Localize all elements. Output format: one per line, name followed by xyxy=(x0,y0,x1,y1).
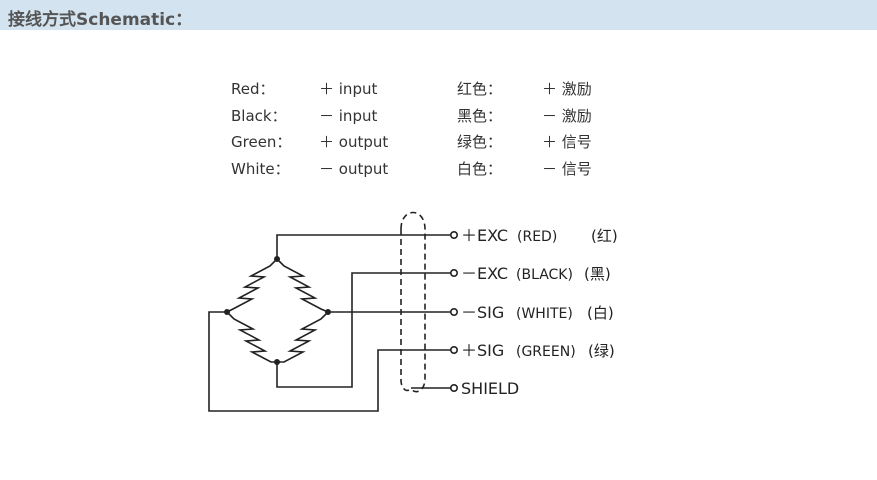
section-header: 接线方式Schematic： xyxy=(0,0,877,30)
bridge-resistor-bottom-right xyxy=(277,311,329,363)
legend-white-label-cn: 白色： xyxy=(457,159,503,178)
bridge-and-wires xyxy=(208,211,453,412)
legend-red-function: ＋ input xyxy=(319,80,378,98)
terminal-shield xyxy=(449,383,458,392)
legend-red-function-cn: ＋ 激励 xyxy=(542,80,592,98)
terminal-green-wire: (GREEN) xyxy=(516,344,576,360)
terminal-green xyxy=(449,345,458,354)
terminal-red-signal: ＋EXC xyxy=(461,226,508,245)
junction-top xyxy=(274,256,280,262)
legend-red-label: Red： xyxy=(231,80,275,98)
legend-black-label-cn: 黑色： xyxy=(457,106,503,125)
bridge-resistor-top-left xyxy=(226,258,278,313)
legend-white-function-cn: － 信号 xyxy=(542,159,592,178)
terminal-green-signal: ＋SIG xyxy=(461,341,504,360)
legend-green-label: Green： xyxy=(231,133,292,151)
wire-red-exc-plus xyxy=(276,234,453,259)
junction-right xyxy=(325,309,331,315)
legend-green-function-cn: ＋ 信号 xyxy=(542,133,592,151)
shield-outline xyxy=(400,211,426,393)
terminal-shield-signal: SHIELD xyxy=(461,379,519,398)
legend-white-function: － output xyxy=(319,159,389,178)
legend-color-en-column: Red： Black： Green： White： xyxy=(231,76,291,182)
wire-black-exc-minus xyxy=(276,272,453,388)
terminals xyxy=(449,231,458,392)
terminal-labels: ＋EXC (RED) (红) －EXC (BLACK) (黑) －SIG (WH… xyxy=(461,226,618,398)
terminal-black-cn: (黑) xyxy=(584,265,611,283)
terminal-red-wire: (RED) xyxy=(517,229,557,245)
legend-function-en-column: ＋ input － input ＋ output － output xyxy=(319,76,388,182)
legend-green-function: ＋ output xyxy=(319,133,389,151)
section-title: 接线方式Schematic： xyxy=(8,10,193,30)
junction-bottom xyxy=(274,359,280,365)
bridge-resistor-bottom-left xyxy=(226,311,277,363)
junction-dots xyxy=(224,256,331,365)
terminal-white-cn: (白) xyxy=(587,304,614,322)
legend-white-label: White： xyxy=(231,159,290,178)
terminal-white xyxy=(449,307,458,316)
wire-green-sig-plus xyxy=(208,311,453,412)
terminal-black-signal: －EXC xyxy=(461,264,508,283)
terminal-black-wire: (BLACK) xyxy=(516,267,573,283)
legend-black-function-cn: － 激励 xyxy=(542,106,592,125)
legend-black-function: － input xyxy=(319,106,378,125)
terminal-green-cn: (绿) xyxy=(588,342,615,360)
junction-left xyxy=(224,309,230,315)
legend-black-label: Black： xyxy=(231,106,287,125)
terminal-white-wire: (WHITE) xyxy=(516,306,573,322)
terminal-black xyxy=(449,268,458,277)
terminal-red xyxy=(449,231,458,240)
bridge-resistor-top-right xyxy=(276,258,329,313)
legend-color-cn-column: 红色： 黑色： 绿色： 白色： xyxy=(457,76,502,182)
terminal-red-cn: (红) xyxy=(591,227,618,245)
legend-function-cn-column: ＋ 激励 － 激励 ＋ 信号 － 信号 xyxy=(542,76,592,182)
terminal-white-signal: －SIG xyxy=(461,303,504,322)
legend-red-label-cn: 红色： xyxy=(457,80,503,98)
legend-green-label-cn: 绿色： xyxy=(457,133,503,151)
